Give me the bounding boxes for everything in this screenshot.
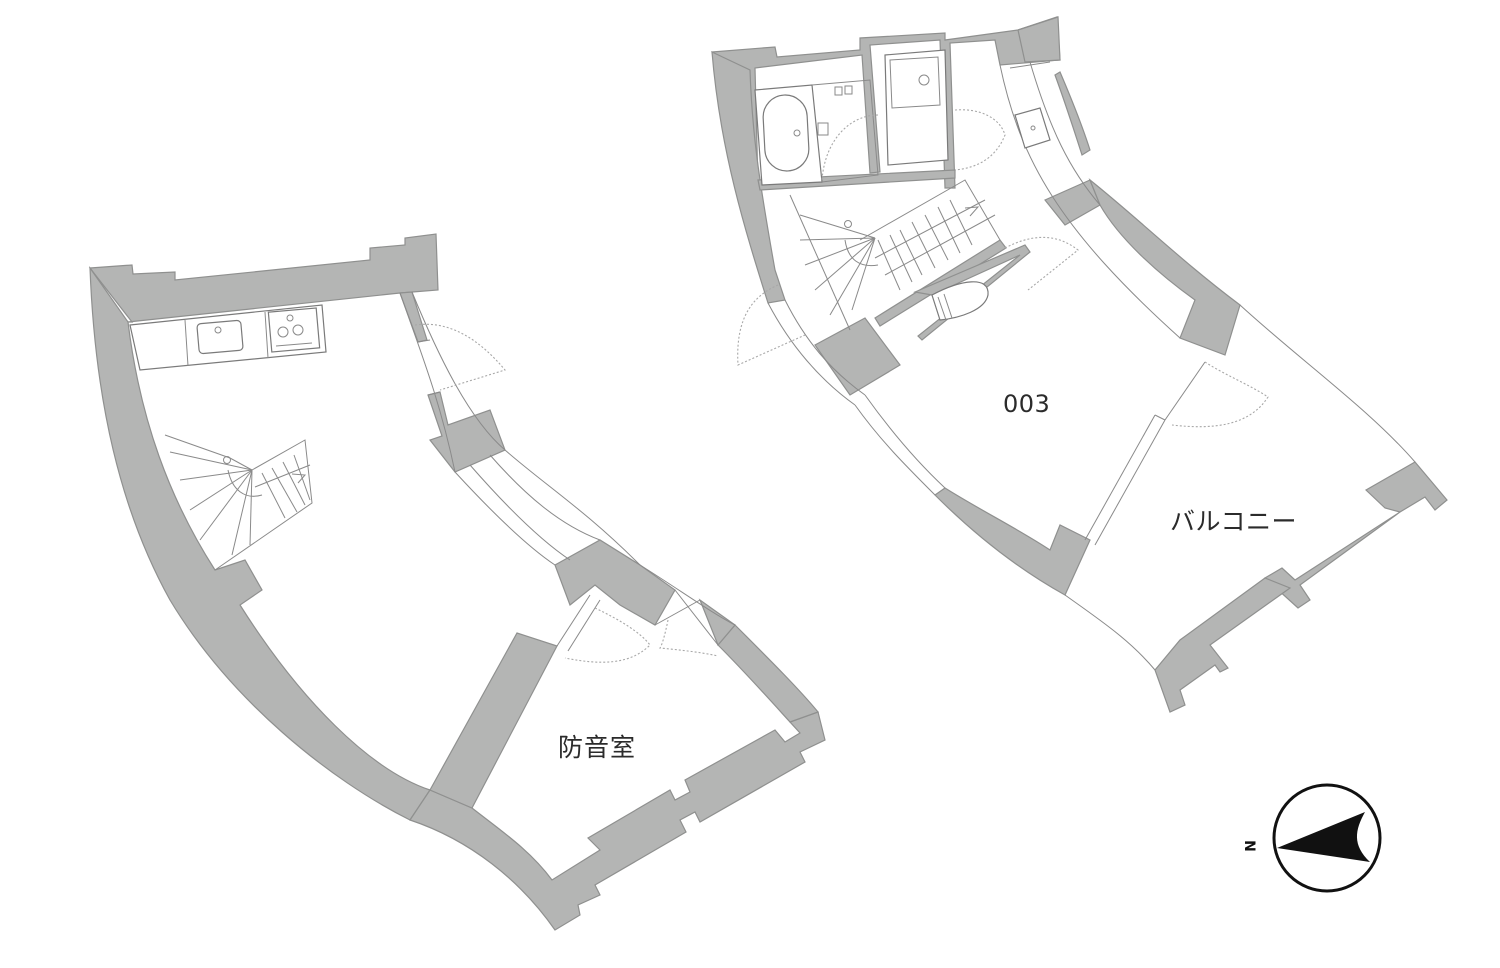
balcony-right-pier	[1365, 461, 1448, 513]
stove-icon	[267, 307, 321, 353]
sink-icon	[196, 319, 244, 355]
soundproof-door-swing	[564, 607, 651, 663]
right-unit	[711, 16, 1448, 713]
balcony-edge-top	[1239, 304, 1416, 463]
balcony-partition-1	[1084, 414, 1156, 541]
right-window-left-2	[784, 299, 866, 396]
bathtub-icon	[754, 84, 823, 186]
right-pier-main	[814, 317, 901, 396]
left-entry-door-swing	[414, 323, 506, 391]
compass-north-label: N	[1240, 840, 1257, 852]
toilet-icon	[931, 281, 989, 321]
balcony-rail-lower	[1154, 577, 1292, 713]
right-window-lower-2	[864, 394, 946, 489]
left-long-window-4	[504, 449, 641, 566]
soundproof-window-swing	[659, 619, 719, 657]
corridor-door-swing	[954, 109, 1006, 171]
washing-machine-icon	[884, 49, 949, 166]
room-label-003: 003	[1003, 390, 1051, 418]
right-right-wall-strip	[1054, 71, 1091, 156]
left-long-window-3	[489, 454, 601, 541]
right-right-curve	[1088, 178, 1241, 356]
right-lower-left-wall	[934, 487, 1091, 596]
washroom-door-swing	[821, 114, 879, 181]
right-window-left-1	[767, 302, 856, 406]
left-bottom-wall	[409, 711, 826, 931]
left-spiral-stair	[164, 434, 313, 571]
right-left-outer-wall	[711, 51, 786, 304]
washbasin-icon	[1014, 107, 1051, 149]
kitchen-counter	[129, 304, 327, 371]
left-right-wall-pier2	[554, 539, 676, 626]
left-interior-wall	[429, 632, 558, 809]
left-right-wall-lower	[698, 598, 736, 647]
compass	[1272, 783, 1382, 893]
left-long-window-2	[469, 464, 571, 561]
left-long-window-1	[454, 471, 556, 566]
right-entry-door-swing	[737, 284, 806, 366]
balcony-partition-2	[1094, 419, 1166, 546]
room-label-soundproof: 防音室	[558, 733, 637, 762]
right-right-wall-upper	[1017, 16, 1061, 63]
left-right-wall-pier3	[717, 624, 820, 723]
room-label-balcony: バルコニー	[1170, 507, 1298, 536]
left-unit	[88, 233, 826, 931]
balcony-edge-bottom	[1064, 594, 1156, 671]
right-window-lower-1	[854, 404, 936, 496]
left-top-wall	[88, 233, 439, 323]
washroom	[811, 79, 879, 183]
left-window-inner	[399, 292, 456, 473]
left-right-wall-pier1	[427, 391, 506, 473]
compass-arrow-icon	[1277, 812, 1370, 862]
right-right-wall-pier	[1044, 179, 1101, 226]
balcony-door-swing	[1171, 361, 1269, 428]
right-bath-divider	[757, 169, 956, 191]
toilet-door-swing	[1004, 236, 1079, 291]
right-top-wall	[711, 16, 1061, 189]
right-spiral-stair	[789, 179, 1001, 331]
